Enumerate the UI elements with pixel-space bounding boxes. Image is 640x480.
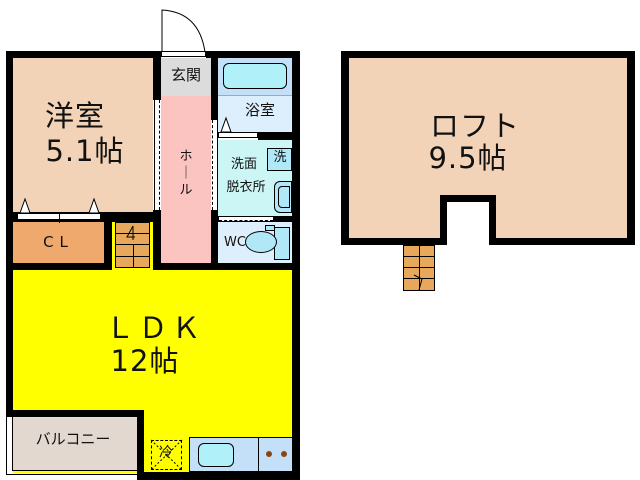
- wash-basin-bowl: [278, 186, 290, 208]
- stairs-arrow-icon: [126, 225, 135, 240]
- fridge-cross-icon: [150, 439, 183, 471]
- closet-door-divider: [59, 213, 60, 223]
- stove-burner-icon: [281, 451, 287, 457]
- wall: [211, 58, 218, 120]
- washroom-label-line2: 脱衣所: [226, 180, 266, 195]
- balcony-inner-rail: [12, 417, 137, 471]
- ldk-size: 12帖: [110, 344, 180, 378]
- counter-divider: [258, 437, 259, 472]
- wall: [153, 58, 161, 100]
- washing-machine: [267, 148, 292, 171]
- wall: [137, 410, 144, 480]
- wall: [292, 51, 300, 480]
- entrance-label: 玄関: [170, 66, 201, 84]
- wall: [440, 195, 447, 245]
- loft-notch-cutout: [447, 202, 489, 246]
- toilet-bowl: [245, 231, 277, 253]
- loft-label: ロフト: [429, 109, 520, 143]
- wall: [218, 263, 292, 270]
- wall: [206, 51, 300, 58]
- toilet-lid: [265, 225, 275, 231]
- wall: [13, 263, 112, 270]
- bathroom-door[interactable]: [218, 132, 258, 138]
- sliding-door[interactable]: [212, 120, 218, 210]
- ldk-label: ＬＤＫ: [105, 311, 205, 345]
- entrance-door-swing-icon: [161, 9, 206, 53]
- bathtub: [223, 63, 287, 89]
- wall: [341, 238, 447, 245]
- fridge-space: [151, 440, 182, 470]
- closet-label: CL: [43, 233, 74, 251]
- washroom-label-line1: 洗面: [230, 157, 257, 172]
- hall-label: ホ｜ル: [179, 149, 193, 198]
- washing-machine-label: 洗: [273, 150, 287, 165]
- wall: [489, 195, 496, 245]
- door-triangle-icon: [88, 197, 100, 214]
- entrance-door-sill: [161, 51, 206, 57]
- door-triangle-icon: [220, 116, 232, 133]
- wall: [137, 472, 300, 480]
- wall: [6, 51, 13, 411]
- balcony: [12, 418, 137, 471]
- western-room-size: 5.1帖: [45, 134, 125, 168]
- wall: [211, 210, 218, 270]
- western-room-label: 洋室: [44, 99, 105, 133]
- wall: [258, 132, 292, 140]
- entrance: [161, 58, 211, 96]
- wc-sliding-door[interactable]: [219, 216, 273, 221]
- wall: [627, 51, 635, 245]
- wall: [341, 51, 349, 245]
- stove-burner-icon: [266, 451, 272, 457]
- fridge-label: 冷: [159, 445, 173, 461]
- stairs-arrow-icon: [413, 274, 423, 291]
- wall: [6, 51, 161, 58]
- hall: [161, 96, 211, 263]
- loft-size: 9.5帖: [428, 141, 508, 175]
- sliding-door[interactable]: [154, 100, 160, 210]
- wall: [489, 238, 635, 245]
- balcony-rail: [6, 417, 137, 475]
- wall: [6, 410, 144, 417]
- toilet-label: WC: [224, 235, 246, 250]
- wall: [153, 210, 161, 270]
- kitchen-sink: [198, 443, 234, 467]
- loft-staircase[interactable]: [403, 245, 435, 291]
- balcony-label: バルコニー: [35, 430, 111, 448]
- wall: [341, 51, 635, 58]
- wall: [104, 222, 112, 270]
- western-room: [13, 58, 153, 212]
- bathroom-label: 浴室: [244, 101, 275, 119]
- closet: [13, 222, 104, 263]
- wall: [440, 195, 496, 202]
- door-triangle-icon: [19, 197, 31, 214]
